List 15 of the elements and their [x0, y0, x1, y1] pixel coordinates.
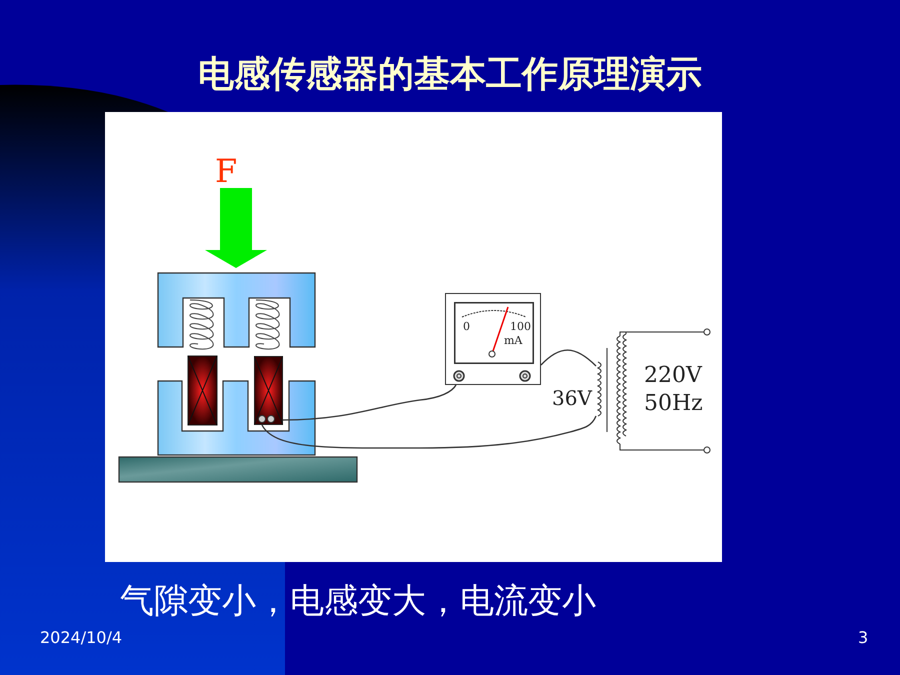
ammeter [445, 293, 541, 385]
coil-drawing [254, 356, 283, 425]
page-number: 3 [858, 628, 868, 647]
voltage-label: 36V [552, 386, 592, 410]
force-label: F [215, 152, 238, 190]
voltage-label: 220V 50Hz [644, 362, 704, 418]
wire [540, 350, 596, 366]
caption: 气隙变小，电感变大，电流变小 [120, 580, 596, 623]
wire [261, 416, 597, 449]
scale-label: 0 [463, 321, 470, 333]
wire [282, 384, 457, 421]
slide-title: 电感传感器的基本工作原理演示 [197, 53, 703, 97]
scale-label: 100 [510, 321, 531, 333]
unit-label: mA [504, 335, 522, 347]
date-label: 2024/10/4 [40, 628, 122, 647]
